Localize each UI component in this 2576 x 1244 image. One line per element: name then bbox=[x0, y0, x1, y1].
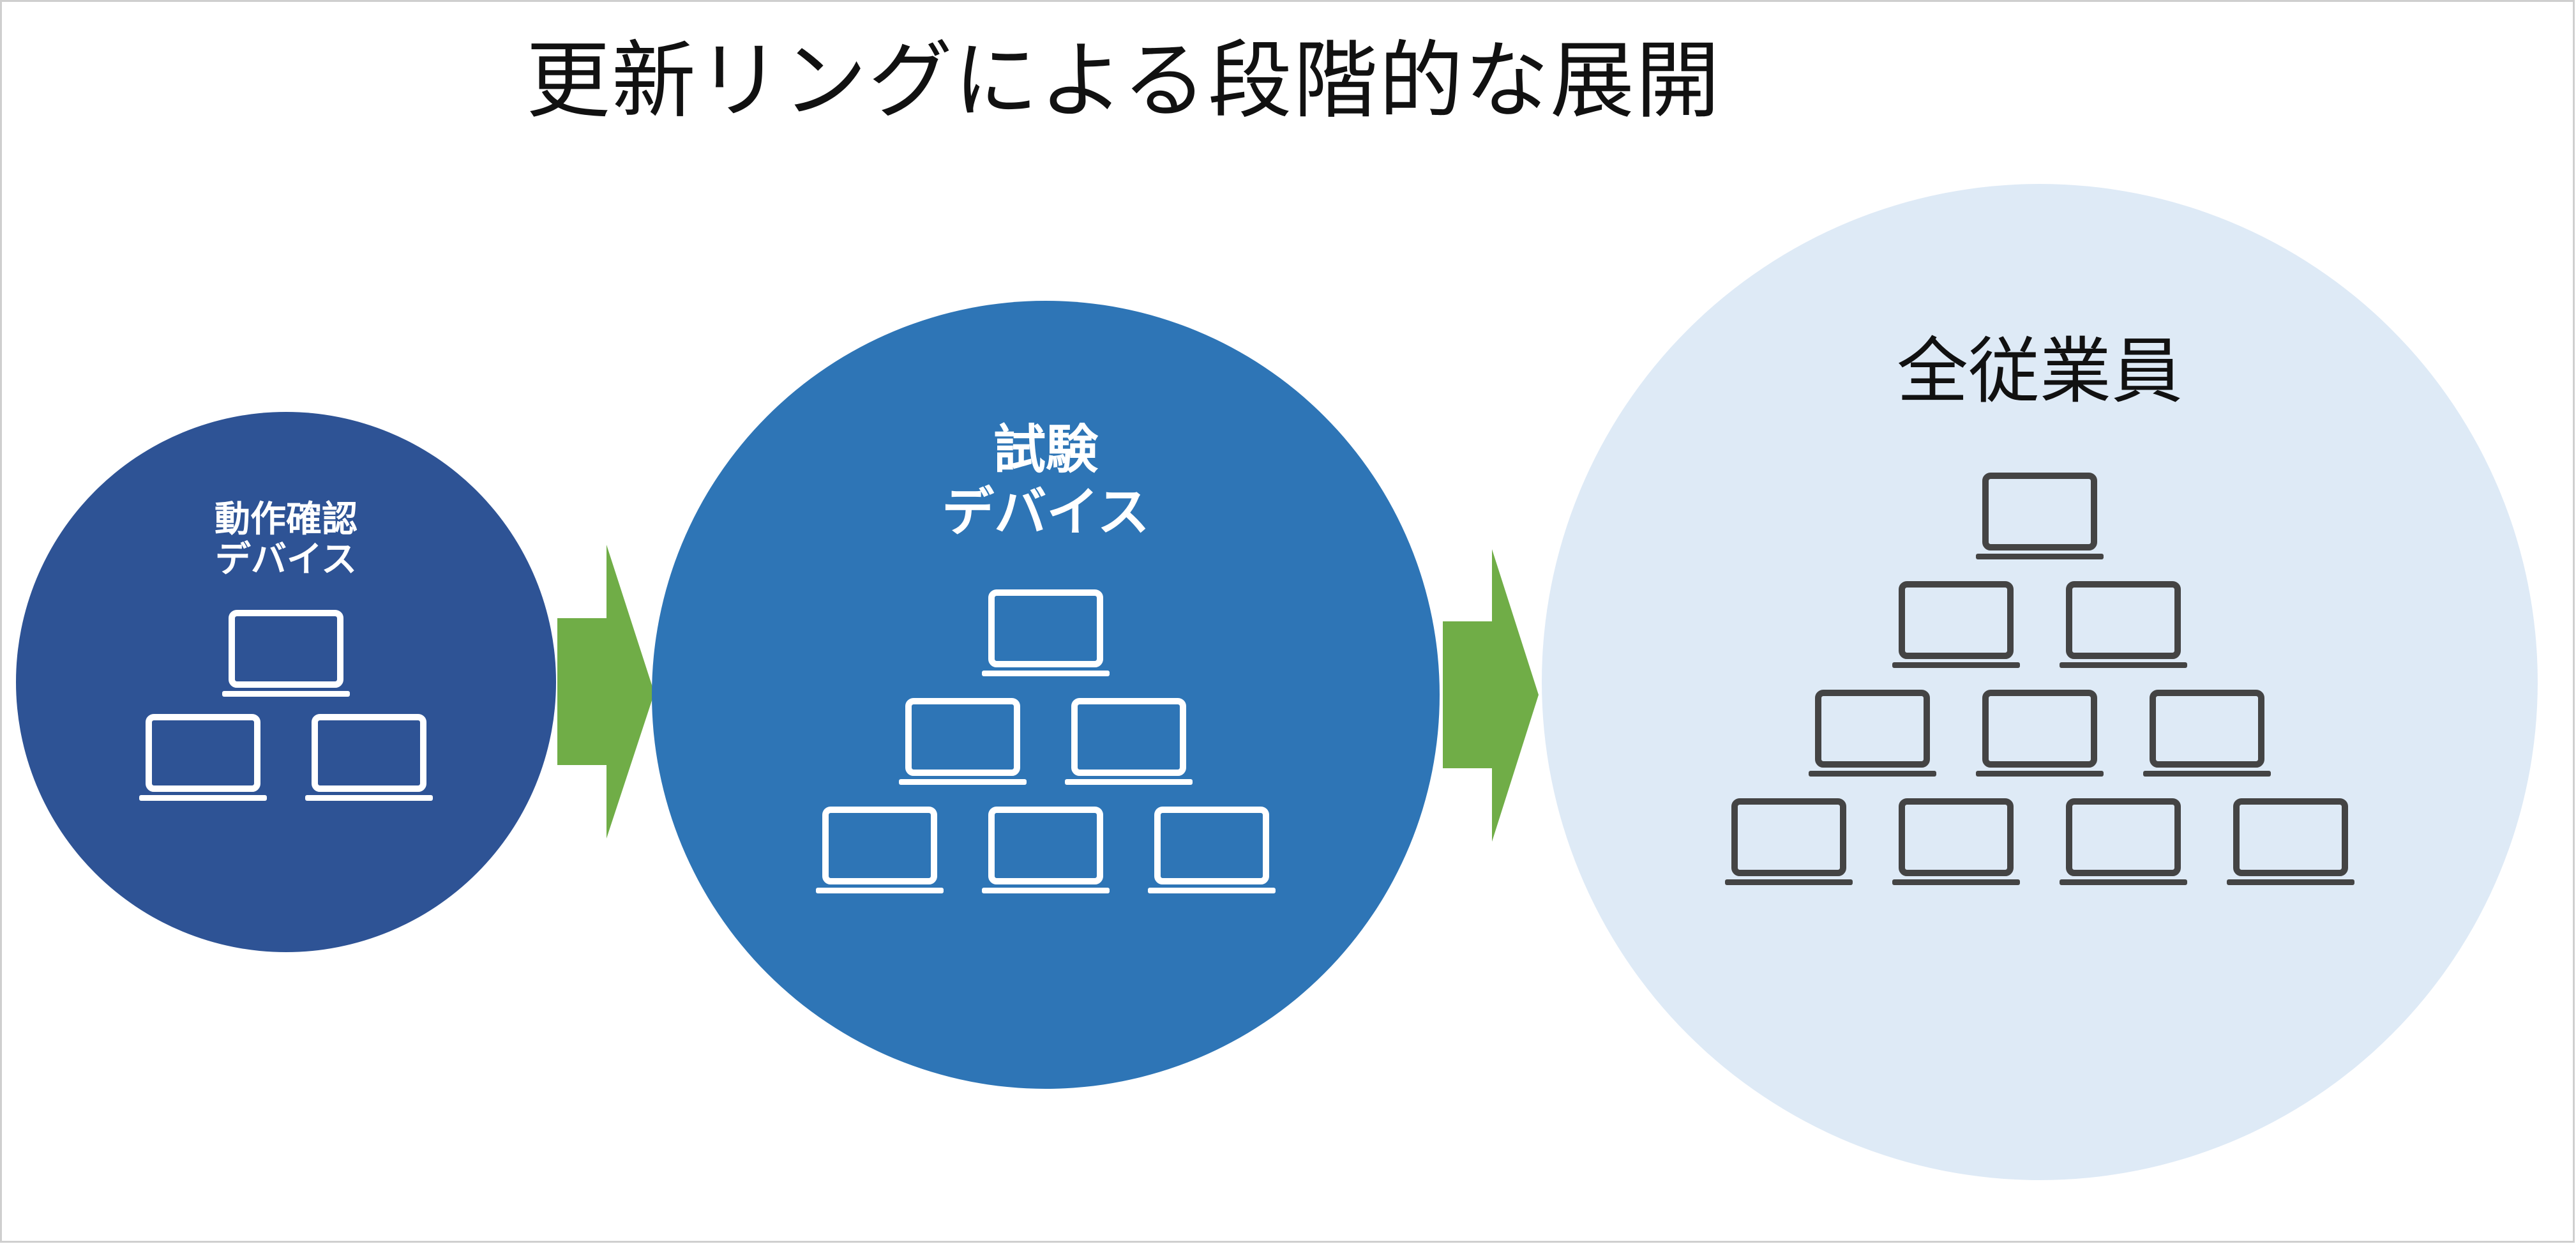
laptop-icon bbox=[1065, 698, 1193, 785]
ring-3-label-line-1: 全従業員 bbox=[1897, 330, 2183, 413]
laptop-icon bbox=[1809, 690, 1936, 777]
ring-2-label-line-1: 試験 bbox=[993, 420, 1099, 480]
laptop-icon bbox=[1976, 690, 2104, 777]
laptop-icon bbox=[816, 807, 944, 893]
ring-1-label-line-2: デバイス bbox=[215, 539, 357, 580]
laptop-icon bbox=[982, 589, 1110, 676]
ring-2-devices bbox=[816, 589, 1276, 893]
laptop-icon bbox=[1892, 581, 2020, 668]
ring-1-devices bbox=[139, 610, 433, 801]
laptop-icon bbox=[139, 714, 267, 801]
laptop-icon bbox=[1976, 473, 2104, 559]
ring-1-label-line-1: 動作確認 bbox=[215, 499, 358, 540]
diagram-title: 更新リングによる段階的な展開 bbox=[525, 32, 1722, 130]
laptop-icon bbox=[2060, 798, 2187, 885]
laptop-icon bbox=[982, 807, 1110, 893]
ring-3-circle bbox=[1542, 184, 2538, 1180]
laptop-icon bbox=[2143, 690, 2271, 777]
laptop-icon bbox=[1148, 807, 1276, 893]
laptop-icon bbox=[899, 698, 1027, 785]
laptop-icon bbox=[1892, 798, 2020, 885]
laptop-icon bbox=[305, 714, 433, 801]
laptop-icon bbox=[222, 610, 350, 697]
arrow-right-icon bbox=[557, 545, 654, 838]
laptop-icon bbox=[1725, 798, 1853, 885]
laptop-icon bbox=[2060, 581, 2187, 668]
ring-2-label-line-2: デバイス bbox=[942, 482, 1150, 543]
arrow-right-icon bbox=[1443, 549, 1539, 842]
ring-3-devices bbox=[1725, 473, 2354, 885]
laptop-icon bbox=[2227, 798, 2354, 885]
